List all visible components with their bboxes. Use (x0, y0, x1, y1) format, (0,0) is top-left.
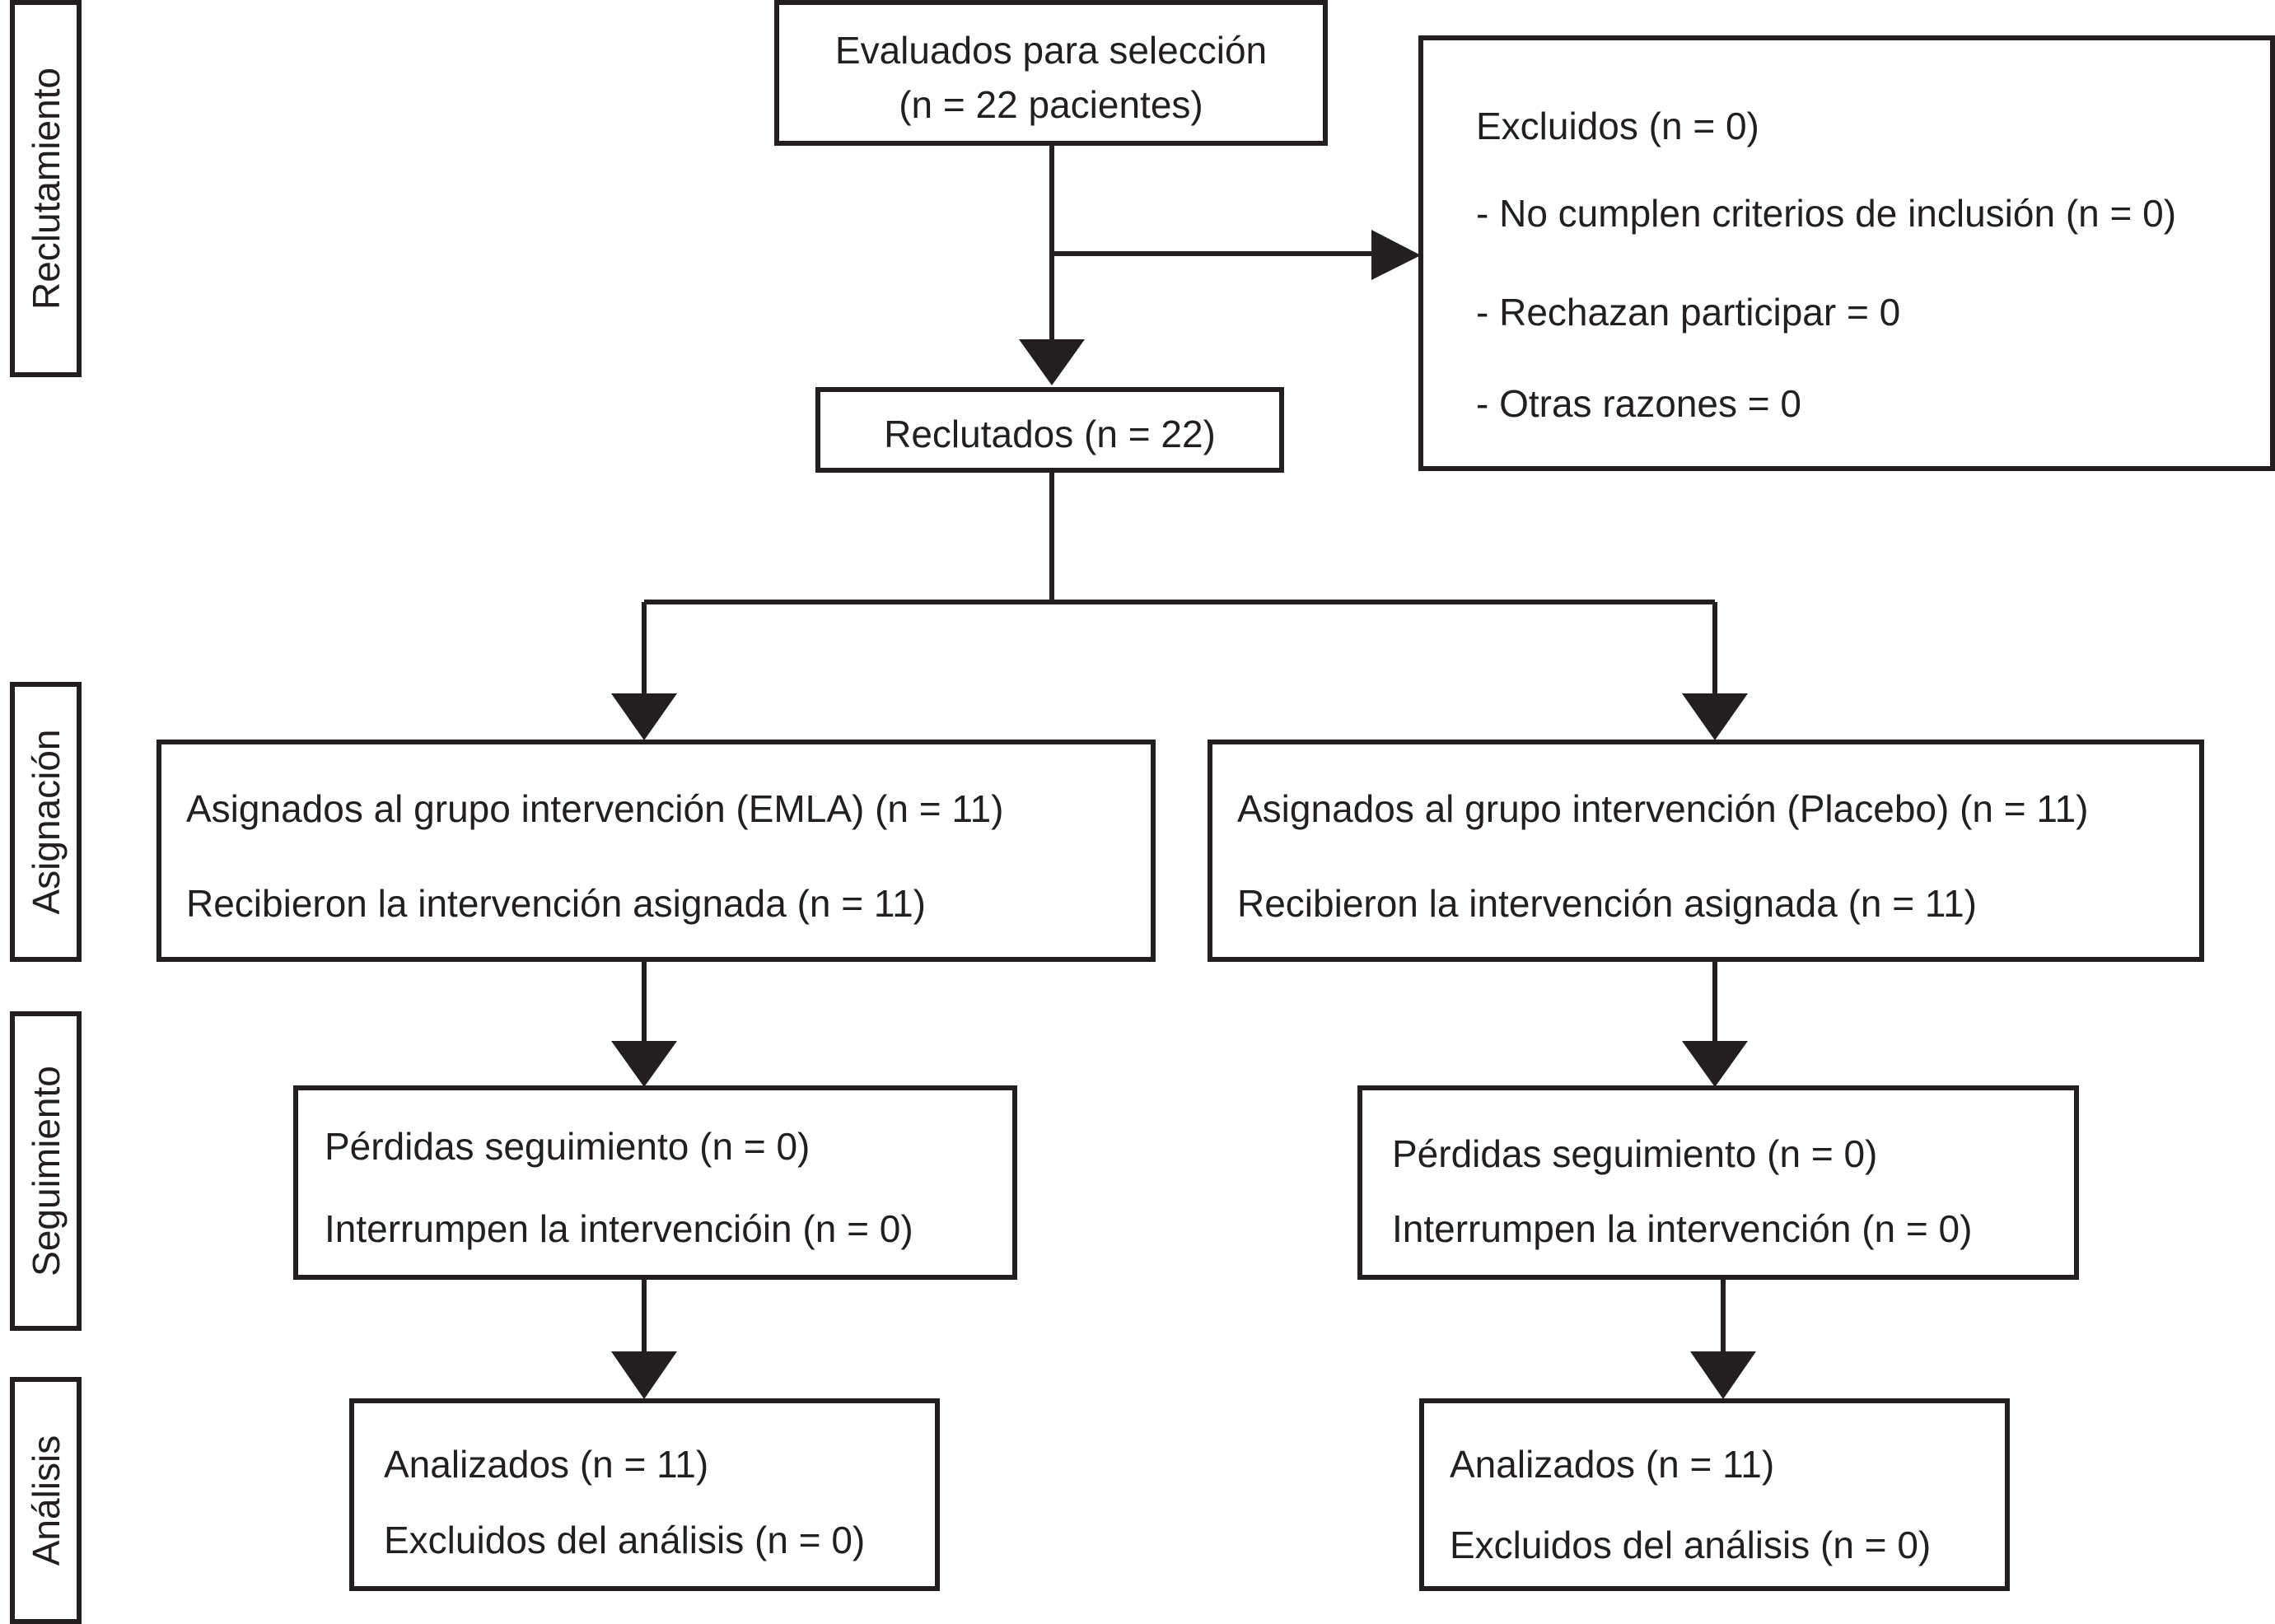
analysis-emla-box: Analizados (n = 11) Excluidos del anális… (349, 1398, 940, 1591)
stage-analysis-text: Análisis (24, 1435, 68, 1566)
followup-emla-box: Pérdidas seguimiento (n = 0) Interrumpen… (293, 1085, 1017, 1280)
assessed-line2: (n = 22 pacientes) (899, 83, 1203, 126)
excluded-reason-declined: - Rechazan participar = 0 (1476, 291, 1901, 334)
placebo-analyzed-text: Analizados (n = 11) (1450, 1443, 1775, 1486)
arrowhead-down-icon (611, 1041, 677, 1087)
arrowhead-down-icon (1019, 339, 1085, 385)
analysis-placebo-box: Analizados (n = 11) Excluidos del anális… (1419, 1398, 2010, 1591)
emla-discontinued-text: Interrumpen la intervencióin (n = 0) (325, 1207, 913, 1250)
excluded-box: Excluidos (n = 0) - No cumplen criterios… (1418, 35, 2275, 471)
emla-assigned-text: Asignados al grupo intervención (EMLA) (… (186, 787, 1004, 830)
emla-received-text: Recibieron la intervención asignada (n =… (186, 882, 926, 925)
arrowhead-down-icon (611, 693, 677, 740)
arrowhead-down-icon (1690, 1351, 1756, 1399)
placebo-discontinued-text: Interrumpen la intervención (n = 0) (1392, 1207, 1973, 1250)
placebo-lost-text: Pérdidas seguimiento (n = 0) (1392, 1132, 1878, 1175)
excluded-title: Excluidos (n = 0) (1476, 105, 1759, 147)
excluded-reason-other: - Otras razones = 0 (1476, 382, 1801, 425)
allocation-emla-box: Asignados al grupo intervención (EMLA) (… (156, 740, 1156, 962)
placebo-received-text: Recibieron la intervención asignada (n =… (1237, 882, 1977, 925)
stage-followup-text: Seguimiento (24, 1066, 68, 1276)
stage-label-followup: Seguimiento (10, 1011, 82, 1331)
allocation-placebo-box: Asignados al grupo intervención (Placebo… (1208, 740, 2204, 962)
followup-placebo-box: Pérdidas seguimiento (n = 0) Interrumpen… (1357, 1085, 2079, 1280)
arrowhead-right-icon (1371, 230, 1421, 280)
stage-recruitment-text: Reclutamiento (24, 67, 68, 310)
placebo-assigned-text: Asignados al grupo intervención (Placebo… (1237, 787, 2089, 830)
emla-excluded-analysis-text: Excluidos del análisis (n = 0) (384, 1519, 866, 1561)
assessed-box: Evaluados para selección (n = 22 pacient… (774, 0, 1328, 146)
excluded-reason-criteria: - No cumplen criterios de inclusión (n =… (1476, 192, 2177, 235)
placebo-excluded-analysis-text: Excluidos del análisis (n = 0) (1450, 1524, 1932, 1566)
arrowhead-down-icon (611, 1351, 677, 1399)
assessed-line1: Evaluados para selección (834, 29, 1268, 72)
stage-label-allocation: Asignación (10, 682, 82, 962)
recruited-box: Reclutados (n = 22) (815, 387, 1284, 473)
stage-label-analysis: Análisis (10, 1377, 82, 1624)
emla-analyzed-text: Analizados (n = 11) (384, 1443, 709, 1486)
emla-lost-text: Pérdidas seguimiento (n = 0) (325, 1125, 810, 1168)
stage-allocation-text: Asignación (24, 729, 68, 915)
stage-label-recruitment: Reclutamiento (10, 0, 82, 377)
recruited-text: Reclutados (n = 22) (884, 413, 1216, 455)
arrowhead-down-icon (1682, 693, 1748, 740)
arrowhead-down-icon (1682, 1041, 1748, 1087)
